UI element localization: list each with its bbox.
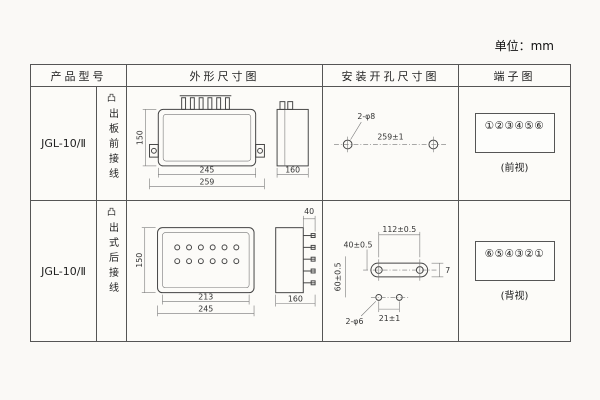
model-name-row2: JGL-10/Ⅱ [31, 201, 97, 341]
terminal-2: ② [524, 247, 535, 260]
header-outline-drawing: 外形尺寸图 [127, 65, 323, 87]
protrusion-icon: 凸 [106, 208, 116, 218]
dim-inner-width-row2: 213 [198, 293, 213, 302]
view-label-row2: (背视) [500, 290, 529, 302]
dim-depth-row2: 160 [288, 295, 303, 304]
outline-drawing-cell-row1: 245 259 150 [127, 87, 323, 201]
terminal-cell-row1: ①②③④⑤⑥ (前视) [459, 87, 570, 201]
dim-depth-row1: 160 [285, 166, 300, 175]
terminal-3: ③ [504, 120, 515, 132]
terminal-5: ⑤ [494, 247, 505, 260]
terminal-1: ① [484, 120, 495, 132]
dim-width-row2: 112±0.5 [382, 225, 416, 234]
dim-outer-width-row2: 245 [198, 304, 213, 313]
terminal-box-row2: ⑥⑤④③②① [474, 240, 555, 281]
dim-row-gap-row2: 40±0.5 [344, 241, 373, 250]
install-drawing-cell-row2: 112±0.5 40±0.5 60±0.5 21±1 2- [323, 201, 459, 341]
wiring-type-row2: 凸 出式后接线 [97, 201, 127, 341]
terminal-4: ④ [514, 120, 525, 132]
install-drawing-row1: 2-φ8 259±1 [334, 112, 447, 153]
model-name-row1: JGL-10/Ⅱ [31, 87, 97, 201]
header-product-model: 产品型号 [31, 65, 127, 87]
dim-inner-width-row1: 245 [200, 166, 215, 175]
outline-drawing-cell-row2: 150 213 245 [127, 201, 323, 341]
dim-height-install-row2: 60±0.5 [334, 262, 343, 291]
wiring-label-row1: 出板前接线 [106, 108, 118, 183]
dim-height-row1: 150 [136, 130, 145, 145]
terminal-1: ① [534, 247, 545, 260]
terminal-3: ③ [514, 247, 525, 260]
terminal-5: ⑤ [524, 120, 535, 132]
terminal-6: ⑥ [484, 247, 495, 260]
label-holes-row2: 2-φ6 [346, 317, 364, 326]
dim-slot-row2: 7 [445, 266, 450, 275]
header-terminal-diagram: 端子图 [459, 65, 570, 87]
view-label-row1: (前视) [500, 163, 529, 174]
wiring-label-row2: 出式后接线 [106, 222, 118, 297]
terminal-2: ② [494, 120, 505, 132]
terminal-6: ⑥ [534, 120, 545, 132]
terminal-box-row1: ①②③④⑤⑥ [474, 113, 555, 153]
outline-drawing-row2: 150 213 245 [135, 207, 316, 317]
dim-pitch-row2: 21±1 [379, 314, 400, 323]
header-install-holes: 安装开孔尺寸图 [323, 65, 459, 87]
outline-drawing-row1: 245 259 150 [136, 95, 309, 190]
terminal-4: ④ [504, 247, 515, 260]
wiring-type-row1: 凸 出板前接线 [97, 87, 127, 201]
unit-label: 单位：mm [494, 39, 554, 53]
protrusion-icon: 凸 [106, 94, 116, 104]
spec-table: 产品型号 外形尺寸图 安装开孔尺寸图 端子图 JGL-10/Ⅱ 凸 出板前接线 [30, 64, 571, 342]
install-drawing-row2: 112±0.5 40±0.5 60±0.5 21±1 2- [334, 225, 451, 326]
install-drawing-cell-row1: 2-φ8 259±1 [323, 87, 459, 201]
terminal-numbers-row1: ①②③④⑤⑥ [485, 120, 545, 132]
dim-stud-row2: 40 [304, 207, 314, 216]
terminal-cell-row2: ⑥⑤④③②① (背视) [459, 201, 570, 341]
label-holes-row1: 2-φ8 [357, 112, 375, 121]
dim-span-row1: 259±1 [377, 133, 403, 142]
dim-outer-width-row1: 259 [200, 177, 215, 186]
dim-height-row2: 150 [135, 253, 144, 268]
terminal-numbers-row2: ⑥⑤④③②① [485, 248, 545, 260]
